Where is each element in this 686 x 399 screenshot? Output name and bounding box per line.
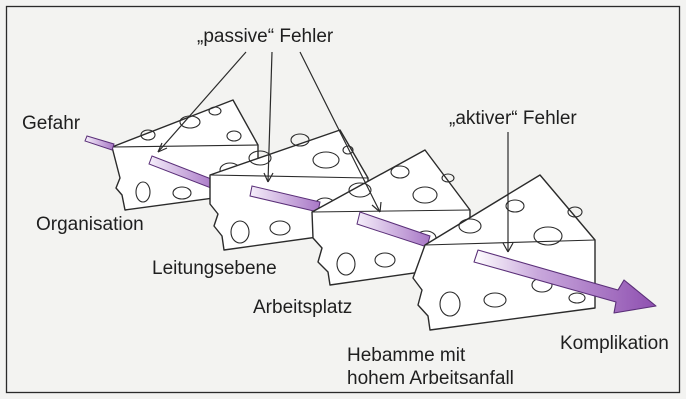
complication-label: Komplikation bbox=[560, 333, 669, 355]
midwife-label-line1: Hebamme mit bbox=[347, 345, 465, 367]
passive-errors-label: „passive“ Fehler bbox=[197, 26, 333, 48]
organisation-label: Organisation bbox=[36, 214, 144, 236]
midwife-label-line2: hohem Arbeitsanfall bbox=[347, 368, 514, 390]
active-error-label: „aktiver“ Fehler bbox=[449, 108, 577, 130]
workplace-label: Arbeitsplatz bbox=[253, 297, 352, 319]
danger-label: Gefahr bbox=[22, 113, 80, 135]
management-label: Leitungsebene bbox=[152, 258, 277, 280]
